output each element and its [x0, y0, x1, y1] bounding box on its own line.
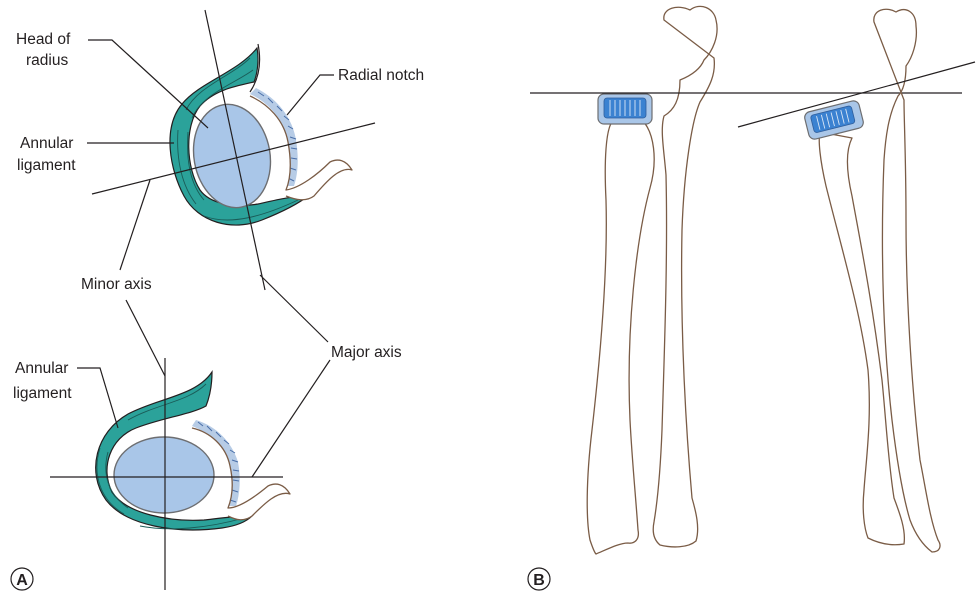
leader-minor-axis-top: [120, 180, 150, 270]
leader-annular-ligament-bottom: [77, 368, 118, 428]
label-annular-ligament-top-line2: ligament: [17, 157, 76, 174]
label-head-of-radius-line2: radius: [26, 52, 68, 69]
ulna-left: [653, 6, 717, 547]
label-annular-ligament-bottom-line1: Annular: [15, 360, 68, 377]
leader-radial-notch: [287, 75, 334, 115]
head-of-radius-bottom: [114, 437, 214, 513]
leader-minor-axis-bottom: [126, 300, 165, 376]
leader-major-axis-top: [260, 275, 328, 342]
label-annular-ligament-bottom-line2: ligament: [13, 385, 72, 402]
label-major-axis: Major axis: [331, 344, 402, 361]
radius-left: [587, 120, 654, 554]
label-minor-axis: Minor axis: [81, 276, 152, 293]
panel-a-top-diagram: [92, 10, 375, 290]
panel-label-a: A: [16, 572, 28, 589]
label-annular-ligament-top-line1: Annular: [20, 135, 73, 152]
panel-label-b: B: [533, 572, 545, 589]
panel-b-right-forearm: [738, 9, 975, 552]
label-head-of-radius-line1: Head of: [16, 31, 71, 48]
label-radial-notch: Radial notch: [338, 67, 424, 84]
panel-b-label: B: [528, 568, 550, 590]
leader-major-axis-bottom: [252, 360, 330, 477]
